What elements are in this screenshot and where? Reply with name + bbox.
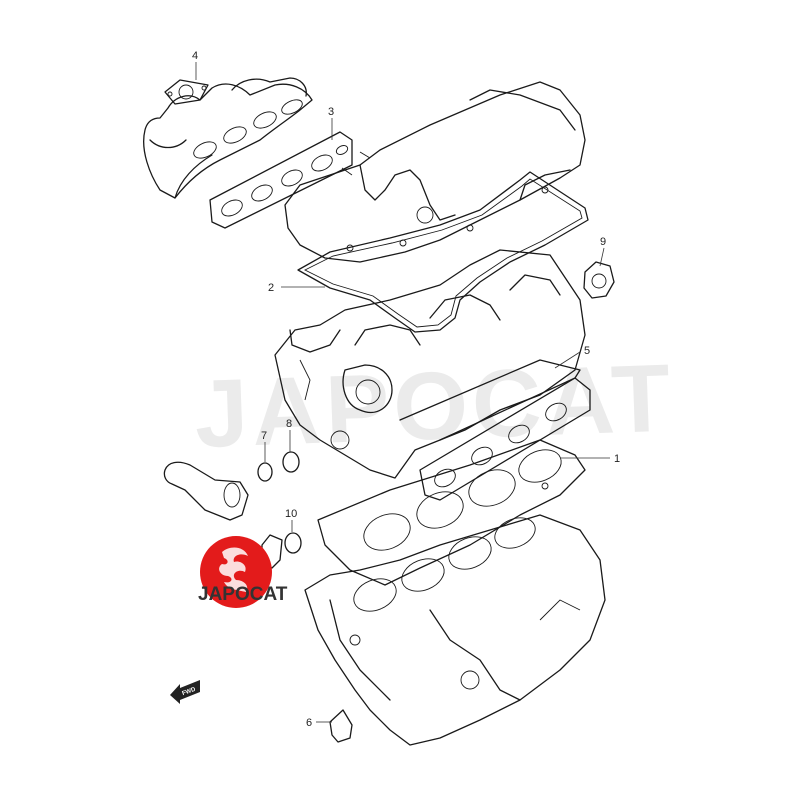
water-outlet-pipe <box>163 461 249 521</box>
watermark: JAPOCAT <box>193 344 676 468</box>
inlet-pipe-o-ring <box>284 532 302 554</box>
water-pump-gasket <box>329 709 353 743</box>
outlet-pipe-o-ring <box>257 462 273 482</box>
intake-manifold-gasket <box>419 377 591 501</box>
fwd-label: FWD <box>182 687 198 698</box>
callout-4: 4 <box>192 50 198 62</box>
callout-2: 2 <box>268 282 274 294</box>
egr-gasket <box>583 261 615 299</box>
callout-5: 5 <box>584 345 590 357</box>
exhaust-pipe-gasket <box>164 79 209 105</box>
japocat-logo: JAPOCAT <box>198 536 288 608</box>
thermostat-o-ring <box>282 451 300 473</box>
callout-3: 3 <box>328 106 334 118</box>
cylinder-block <box>304 514 606 746</box>
callout-8: 8 <box>286 418 292 430</box>
cylinder-head <box>274 249 586 479</box>
exhaust-manifold <box>143 77 313 199</box>
callout-10: 10 <box>285 508 297 520</box>
cylinder-head-cover-gasket <box>297 171 589 333</box>
exhaust-manifold-gasket <box>209 131 353 229</box>
logo-text: JAPOCAT <box>198 584 288 605</box>
cylinder-head-cover <box>284 81 586 263</box>
callout-1: 1 <box>614 453 620 465</box>
callout-6: 6 <box>306 717 312 729</box>
callout-7: 7 <box>261 430 267 442</box>
callout-leaders <box>195 62 610 723</box>
fwd-arrow-icon: FWD <box>170 680 200 704</box>
callout-9: 9 <box>600 236 606 248</box>
